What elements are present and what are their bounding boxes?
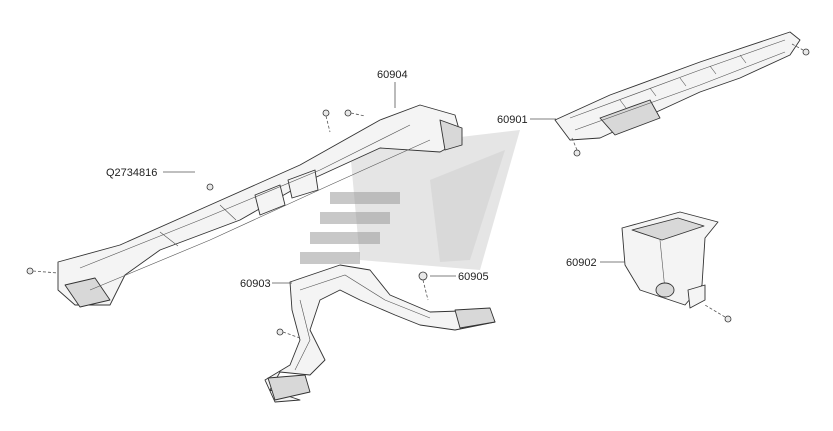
label-60902: 60902	[566, 257, 597, 269]
label-60905: 60905	[458, 271, 489, 283]
screw-60902	[704, 304, 732, 323]
screw-group-60904	[26, 109, 366, 275]
duct-60904	[57, 104, 463, 308]
vent-box-60902	[621, 211, 719, 309]
screw-group-60901	[571, 43, 810, 157]
label-q2734816: Q2734816	[106, 167, 157, 179]
label-60901: 60901	[497, 114, 528, 126]
leader-lines	[163, 82, 625, 284]
label-60903: 60903	[240, 278, 271, 290]
label-60904: 60904	[377, 69, 408, 81]
screw-group-60903	[276, 271, 429, 339]
vent-60901	[554, 31, 801, 141]
watermark-logo	[300, 130, 520, 270]
floor-duct-60903	[264, 264, 496, 403]
